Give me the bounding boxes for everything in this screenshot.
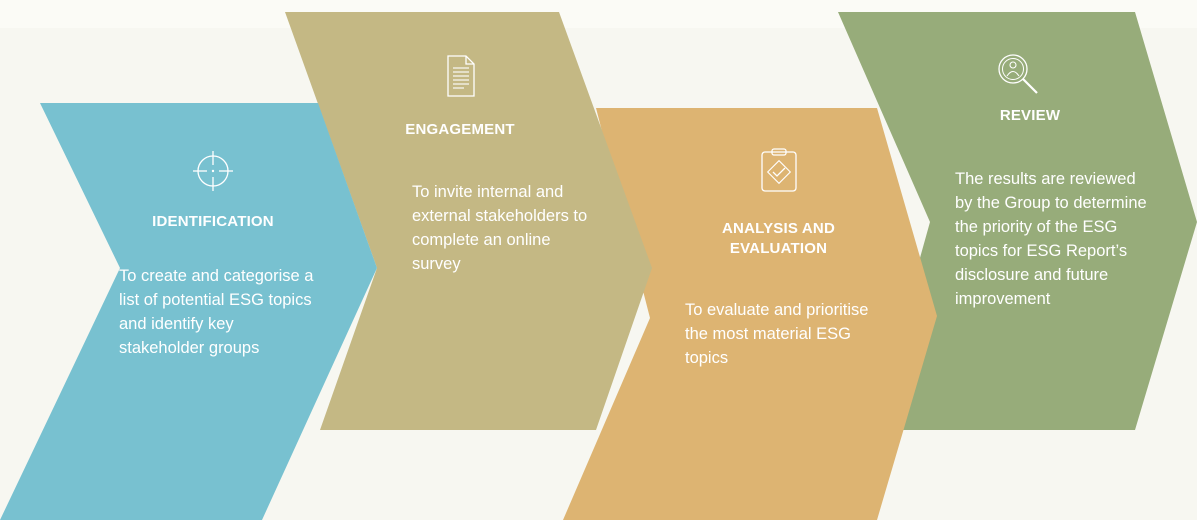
step-description: To evaluate and prioritise the most mate… <box>685 301 869 367</box>
step-description: To create and categorise a list of poten… <box>119 267 314 357</box>
step-description: To invite internal and external stakehol… <box>412 183 588 273</box>
step-title: IDENTIFICATION <box>152 213 274 230</box>
clipboard-check-icon <box>761 148 797 192</box>
engagement-arrow <box>285 12 652 430</box>
step-title: REVIEW <box>999 107 1061 124</box>
step-title: ANALYSIS AND EVALUATION <box>722 220 835 257</box>
magnifier-person-icon <box>998 54 1038 94</box>
document-icon <box>447 55 475 97</box>
step-description: The results are reviewed by the Group to… <box>955 170 1147 308</box>
identification-arrow <box>0 103 377 520</box>
crosshair-icon <box>193 151 233 191</box>
step-title: ENGAGEMENT <box>405 121 515 138</box>
analysis-arrow <box>563 108 937 520</box>
